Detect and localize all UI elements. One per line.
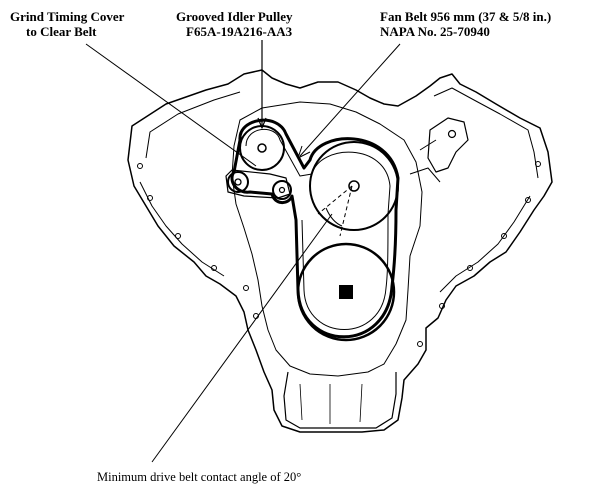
fan-belt-inner-edge	[245, 128, 391, 330]
water-pump-hub	[348, 180, 360, 192]
sensor-wire	[409, 139, 441, 183]
contact-angle-line-b	[339, 185, 353, 237]
grind-timing-cover-line2: to Clear Belt	[26, 24, 97, 39]
fan-belt-napa-number: NAPA No. 25-70940	[380, 24, 490, 39]
belt-leader-arrow	[297, 145, 311, 159]
contact-angle-arc	[325, 207, 343, 227]
water-pump-pulley	[309, 141, 399, 231]
block-bolts	[137, 161, 541, 347]
left-head-lower-edge	[139, 181, 225, 277]
grooved-idler-pulley	[239, 125, 285, 171]
contact-angle-line-a	[317, 185, 353, 215]
grooved-idler-pulley-part-number: F65A-19A216-AA3	[186, 24, 293, 39]
bracket-bolt	[447, 129, 457, 139]
tensioner-pulley-right-hub	[278, 186, 286, 194]
tensioner-pulley-left	[227, 171, 249, 193]
grooved-idler-pulley-label: Grooved Idler Pulley F65A-19A216-AA3	[176, 9, 293, 39]
angle-leader-line	[151, 213, 333, 463]
grooved-idler-pulley-hub	[257, 143, 267, 153]
engine-block-outline	[127, 69, 553, 433]
grooved-idler-pulley-line1: Grooved Idler Pulley	[176, 9, 293, 24]
grind-timing-cover-line1: Grind Timing Cover	[10, 9, 125, 24]
crankshaft-bolt	[339, 285, 353, 299]
left-head-edge	[145, 91, 241, 159]
oil-pan-rib	[299, 383, 363, 424]
timing-cover-outline	[231, 101, 423, 377]
right-head-edge	[433, 87, 539, 179]
tensioner-pulley-right	[272, 180, 292, 200]
fan-belt	[230, 118, 400, 339]
right-head-lower-edge	[439, 195, 531, 293]
fan-belt-label: Fan Belt 956 mm (37 & 5/8 in.) NAPA No. …	[380, 9, 551, 39]
tensioner-pulley-left-hub	[234, 178, 242, 186]
fan-belt-line1: Fan Belt 956 mm (37 & 5/8 in.)	[380, 9, 552, 24]
right-bracket	[427, 117, 469, 173]
oil-pan	[283, 371, 397, 429]
belt-leader-line	[299, 43, 401, 157]
grind-leader-line	[85, 43, 257, 167]
contact-angle-label: Minimum drive belt contact angle of 20°	[97, 470, 302, 484]
grind-timing-cover-label: Grind Timing Cover to Clear Belt	[10, 9, 124, 39]
idler-leader-arrow	[257, 117, 267, 129]
